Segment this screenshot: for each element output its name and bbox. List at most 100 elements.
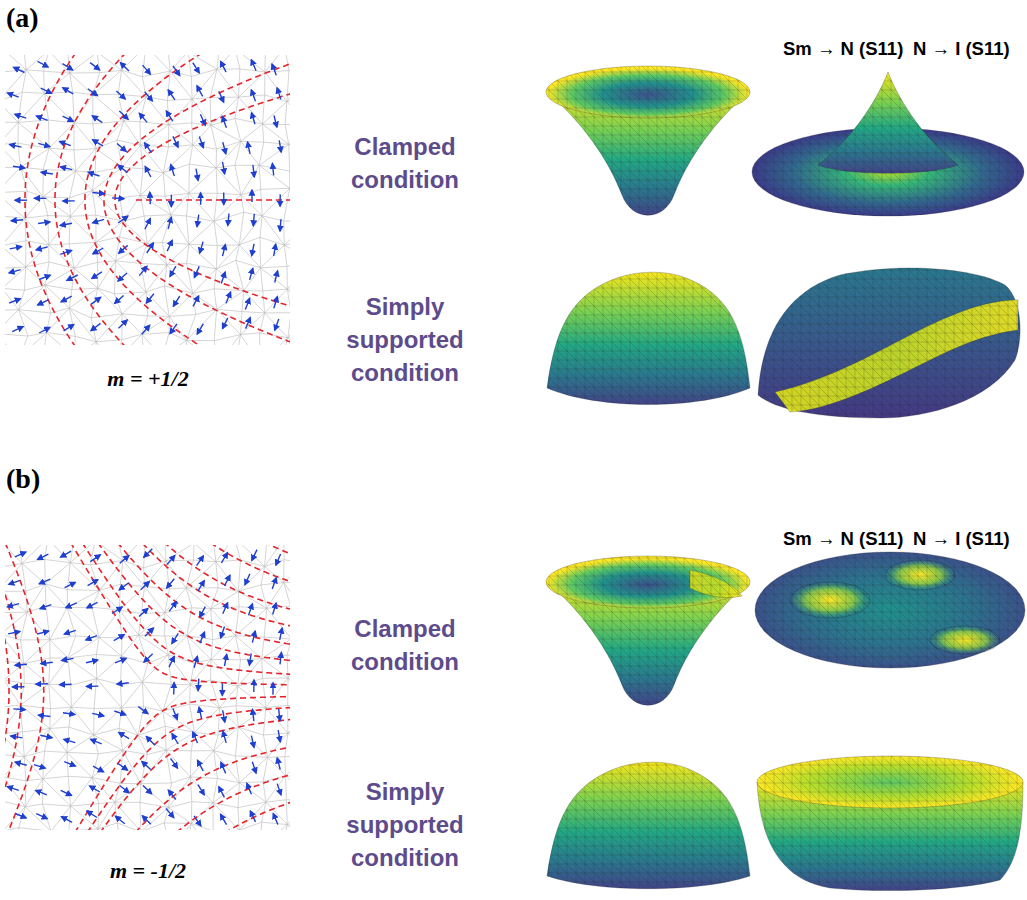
polar-arrow	[196, 169, 198, 181]
director-line	[75, 697, 290, 831]
polar-arrow	[194, 266, 199, 277]
polar-arrow	[92, 116, 102, 123]
polar-arrow	[12, 686, 24, 688]
polar-arrow	[279, 194, 281, 206]
disk-surface	[755, 552, 1025, 668]
polar-arrow	[120, 556, 129, 564]
polar-arrow	[272, 578, 276, 589]
polar-arrow	[168, 790, 176, 799]
polar-arrow	[273, 603, 276, 615]
director-line	[118, 545, 290, 644]
polar-arrow	[252, 244, 254, 256]
polar-arrow	[112, 607, 122, 614]
polar-arrow	[225, 575, 231, 586]
polar-arrow	[221, 272, 225, 283]
polar-arrow	[120, 63, 129, 71]
panel-letter: (a)	[6, 2, 39, 34]
polar-arrow	[66, 603, 77, 608]
polar-arrow	[252, 550, 257, 561]
polar-arrow	[223, 603, 228, 614]
polar-arrow	[61, 790, 72, 795]
polar-arrow	[228, 214, 229, 226]
polar-arrow	[91, 739, 102, 744]
polar-arrow	[279, 709, 280, 721]
polar-arrow	[166, 809, 174, 818]
polar-arrow	[67, 275, 78, 280]
dome-surface	[547, 762, 750, 889]
director-line	[143, 545, 290, 626]
polar-arrow	[145, 92, 153, 101]
polar-arrow	[91, 297, 101, 304]
mesh-grid	[5, 55, 290, 345]
funnel-surface	[546, 556, 750, 608]
polar-arrow	[199, 136, 203, 147]
polar-arrow	[36, 814, 47, 819]
polar-arrow	[221, 762, 226, 773]
director-line	[87, 708, 290, 831]
polar-arrow	[117, 683, 129, 684]
polar-arrow	[119, 111, 128, 119]
polar-arrow	[93, 219, 105, 223]
polar-arrow	[10, 247, 22, 249]
polar-arrow	[274, 244, 276, 256]
polar-arrow	[41, 172, 53, 174]
polar-arrow	[223, 318, 228, 329]
surface-mesh	[758, 268, 1020, 418]
director-line	[177, 774, 290, 830]
polar-arrow	[280, 628, 282, 640]
polar-arrow	[221, 553, 227, 563]
polar-arrow	[193, 63, 199, 73]
polar-arrow	[252, 709, 254, 721]
polar-arrow	[93, 248, 104, 254]
polar-arrow	[15, 199, 27, 200]
polar-arrow	[118, 763, 128, 770]
polar-arrow	[120, 786, 130, 793]
polar-arrow	[197, 215, 199, 227]
polar-arrow	[11, 220, 23, 221]
polar-arrow	[90, 63, 100, 70]
polar-arrow	[63, 88, 73, 94]
column-heading: Sm → N (S11)	[783, 528, 903, 550]
polar-arrow	[173, 708, 177, 719]
polar-arrow	[139, 266, 147, 275]
ripple-surface	[690, 570, 742, 598]
polar-arrow	[173, 296, 179, 306]
polar-arrow	[249, 604, 253, 615]
row-heading: Clamped condition	[315, 130, 495, 196]
director-line	[5, 585, 21, 797]
director-field	[5, 55, 290, 345]
polar-arrow	[197, 556, 204, 566]
polar-arrow	[88, 89, 98, 96]
polar-arrow	[34, 198, 46, 199]
polar-arrow	[115, 658, 126, 663]
polar-arrow	[198, 760, 204, 771]
polar-arrow	[272, 64, 276, 75]
polar-arrow	[248, 142, 251, 154]
polar-arrow	[38, 300, 49, 305]
polar-arrow	[272, 164, 273, 176]
director-line	[211, 545, 290, 582]
polar-arrow	[222, 683, 223, 695]
polar-arrow	[253, 680, 255, 692]
polar-arrow	[145, 167, 151, 178]
bump-surface	[790, 582, 870, 618]
fold-ridge	[775, 300, 1018, 412]
polar-arrow	[142, 325, 150, 334]
polar-arrow	[65, 582, 76, 587]
polar-arrow	[60, 250, 71, 254]
polar-arrow	[40, 735, 52, 738]
polar-arrow	[63, 200, 75, 202]
polar-arrow	[61, 551, 72, 557]
surface-mesh	[547, 272, 750, 404]
polar-arrow	[63, 713, 75, 715]
polar-arrow	[147, 243, 154, 253]
polar-arrow	[276, 554, 281, 565]
polar-arrow	[119, 320, 128, 328]
polar-arrow	[225, 654, 227, 666]
dome-surface	[547, 272, 750, 404]
bowl-surface	[757, 756, 1023, 808]
polar-arrow	[167, 556, 175, 565]
polar-arrow	[144, 654, 153, 662]
polar-arrow	[116, 91, 125, 99]
